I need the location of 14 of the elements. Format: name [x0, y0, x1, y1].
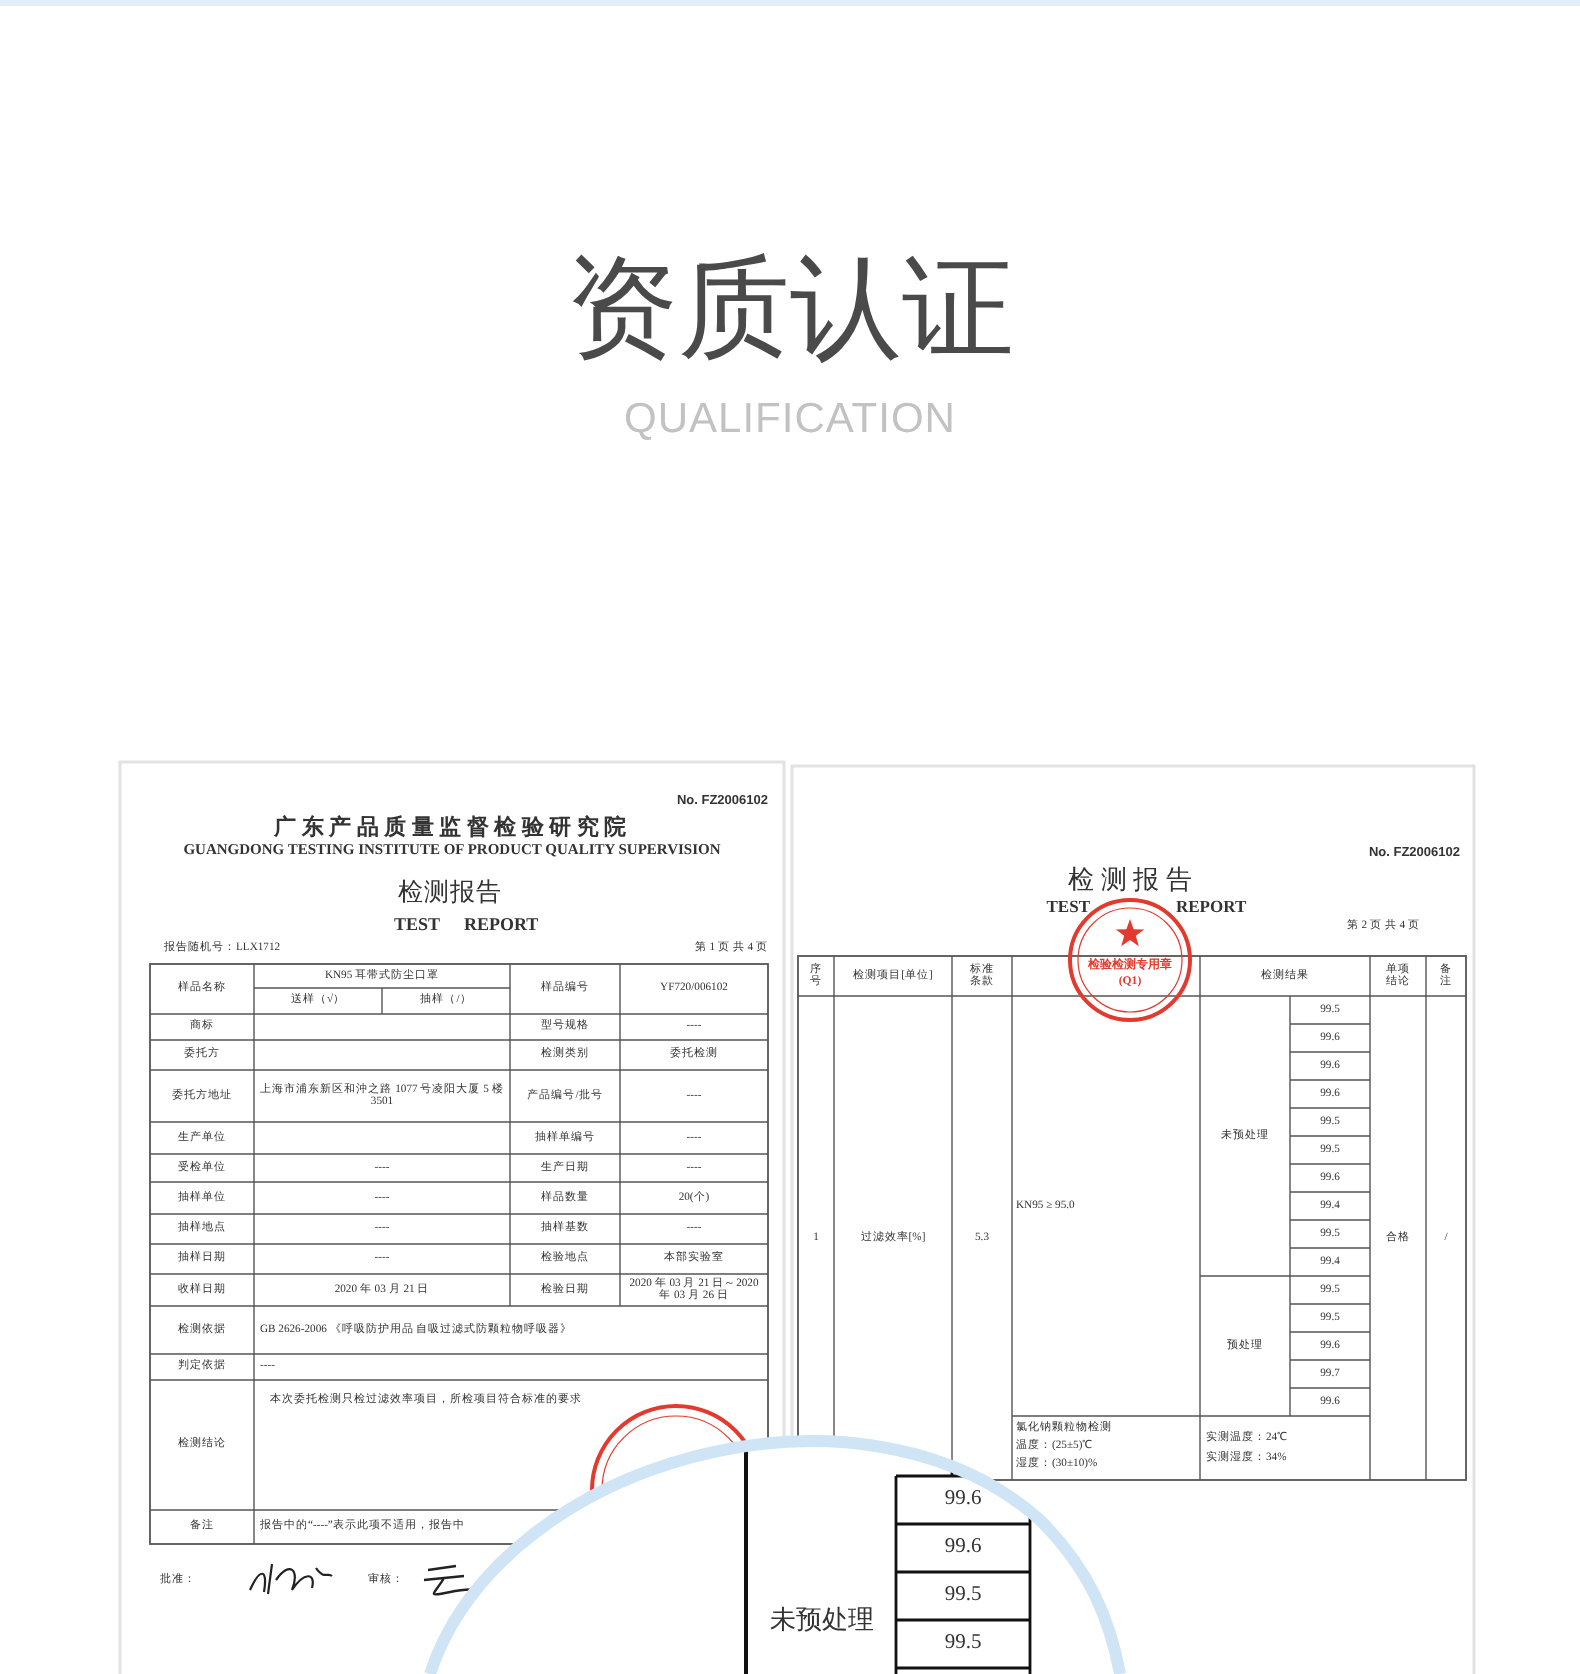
field-label: 未预处理: [770, 1605, 874, 1635]
report-title: REPORT: [1176, 898, 1247, 918]
report-title: TEST: [1046, 898, 1090, 918]
page-title: 资质认证: [566, 243, 1014, 373]
result-value: 99.6: [944, 1488, 982, 1514]
report-title: TEST: [393, 914, 440, 936]
report-title: REPORT: [464, 914, 539, 936]
report-title: 检 测 报 告: [1068, 866, 1192, 896]
institute-name: 广 东 产 品 质 量 监 督 检 验 研 究 院: [274, 815, 626, 841]
page-subtitle: QUALIFICATION: [624, 395, 956, 445]
report-title: 检测报告: [398, 878, 502, 908]
result-value: 99.5: [944, 1584, 982, 1610]
result-value: 99.5: [944, 1632, 982, 1658]
result-value: 99.6: [944, 1536, 982, 1562]
